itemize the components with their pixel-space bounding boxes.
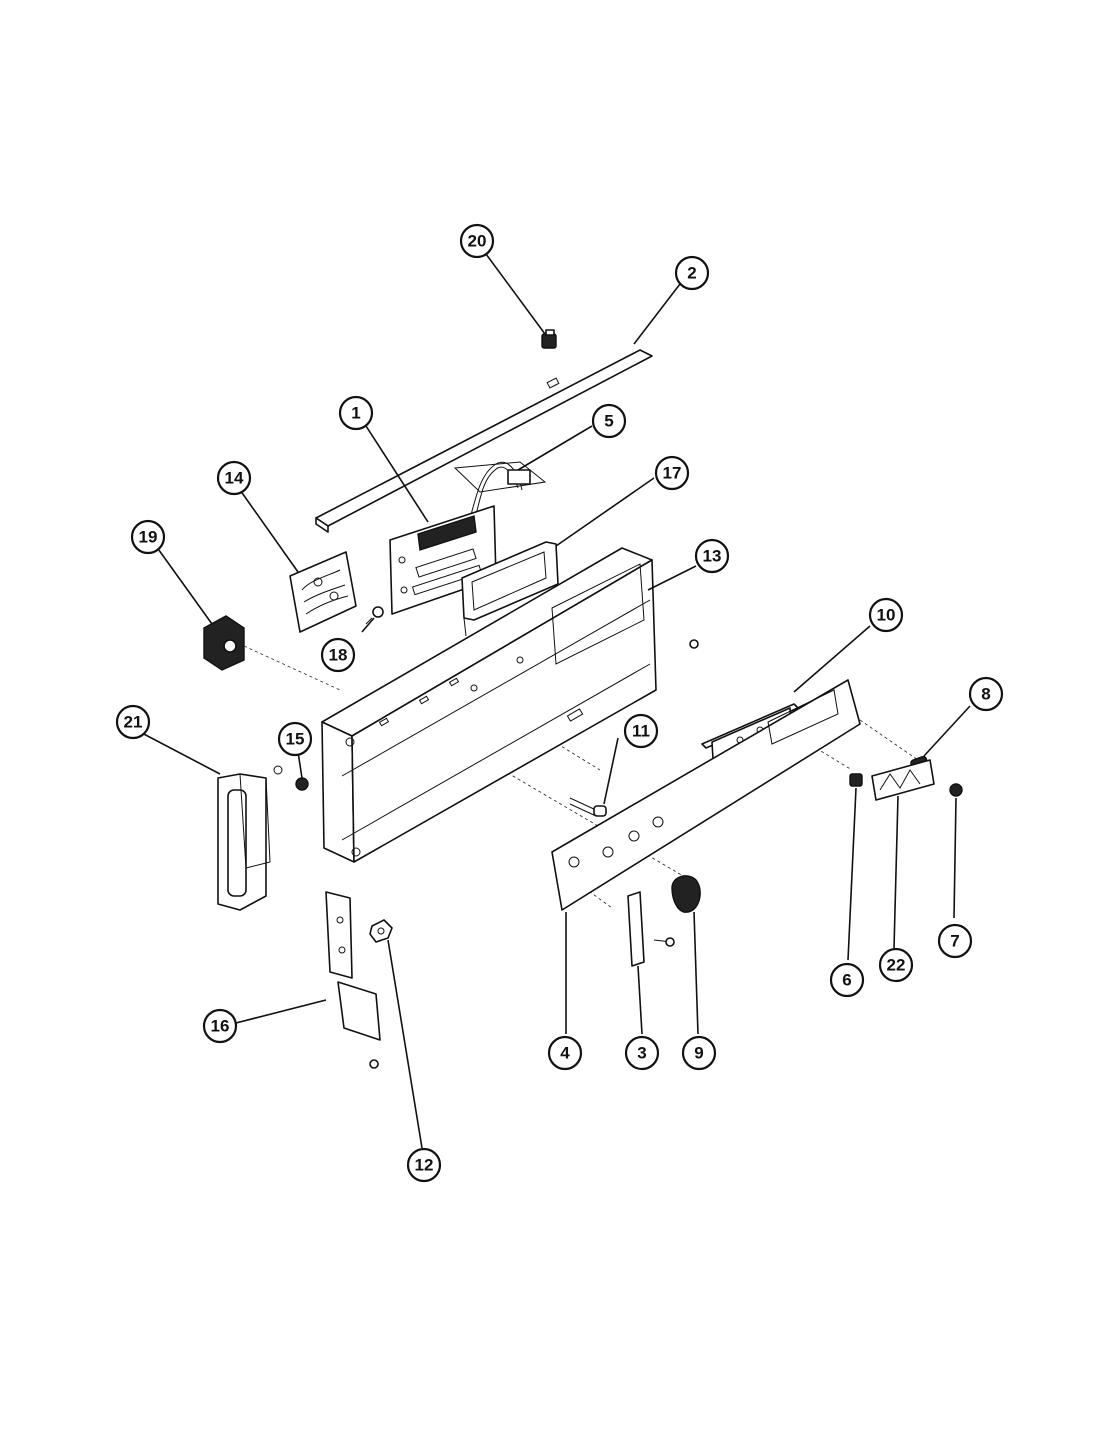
callout-22: 22 — [878, 947, 914, 983]
callout-8: 8 — [968, 676, 1004, 712]
part-switch-block — [203, 615, 245, 671]
callout-21: 21 — [115, 704, 151, 740]
svg-text:18: 18 — [329, 646, 348, 665]
svg-text:21: 21 — [124, 713, 143, 732]
callout-9: 9 — [681, 1035, 717, 1071]
callout-17: 17 — [654, 455, 690, 491]
callout-12: 12 — [406, 1147, 442, 1183]
svg-text:9: 9 — [694, 1044, 703, 1063]
svg-text:17: 17 — [663, 464, 682, 483]
callout-6: 6 — [829, 962, 865, 998]
svg-text:14: 14 — [225, 469, 244, 488]
callout-10: 10 — [868, 597, 904, 633]
callout-16: 16 — [202, 1008, 238, 1044]
part-top-trim — [315, 349, 653, 533]
leader-lines — [139, 253, 971, 1149]
part-clip — [541, 329, 557, 349]
part-screw-15 — [273, 765, 309, 791]
svg-text:2: 2 — [687, 264, 696, 283]
callout-3: 3 — [624, 1035, 660, 1071]
callout-19: 19 — [130, 519, 166, 555]
svg-text:5: 5 — [604, 412, 613, 431]
svg-text:15: 15 — [286, 730, 305, 749]
callout-4: 4 — [547, 1035, 583, 1071]
callout-11: 11 — [623, 713, 659, 749]
svg-text:22: 22 — [887, 956, 906, 975]
svg-text:4: 4 — [560, 1044, 570, 1063]
part-nut — [369, 919, 393, 943]
part-screw-7 — [949, 783, 963, 797]
callout-20: 20 — [459, 223, 495, 259]
callout-15: 15 — [277, 721, 313, 757]
svg-text:19: 19 — [139, 528, 158, 547]
part-nameplate — [871, 759, 935, 801]
part-plug — [569, 797, 607, 817]
part-hinge-bracket — [325, 891, 381, 1069]
callout-5: 5 — [591, 403, 627, 439]
part-end-cap — [217, 773, 271, 911]
part-front-panel — [551, 679, 861, 911]
svg-text:10: 10 — [877, 606, 896, 625]
callout-7: 7 — [937, 923, 973, 959]
part-strip — [627, 891, 675, 967]
part-screw-18 — [365, 606, 384, 625]
svg-text:13: 13 — [703, 547, 722, 566]
svg-text:20: 20 — [468, 232, 487, 251]
part-display-bracket — [461, 541, 559, 637]
callout-18: 18 — [320, 637, 356, 673]
svg-text:12: 12 — [415, 1156, 434, 1175]
callout-1: 1 — [338, 395, 374, 431]
callout-13: 13 — [694, 538, 730, 574]
part-knob-shaft — [849, 773, 863, 787]
svg-text:7: 7 — [950, 932, 959, 951]
svg-text:16: 16 — [211, 1017, 230, 1036]
part-control-housing — [321, 547, 699, 863]
callout-2: 2 — [674, 255, 710, 291]
svg-text:1: 1 — [351, 404, 360, 423]
part-knob-9 — [671, 875, 701, 913]
part-circuit-board — [289, 551, 357, 633]
svg-text:6: 6 — [842, 971, 851, 990]
svg-text:11: 11 — [632, 722, 650, 741]
svg-text:3: 3 — [637, 1044, 646, 1063]
svg-text:8: 8 — [981, 685, 990, 704]
callout-14: 14 — [216, 460, 252, 496]
